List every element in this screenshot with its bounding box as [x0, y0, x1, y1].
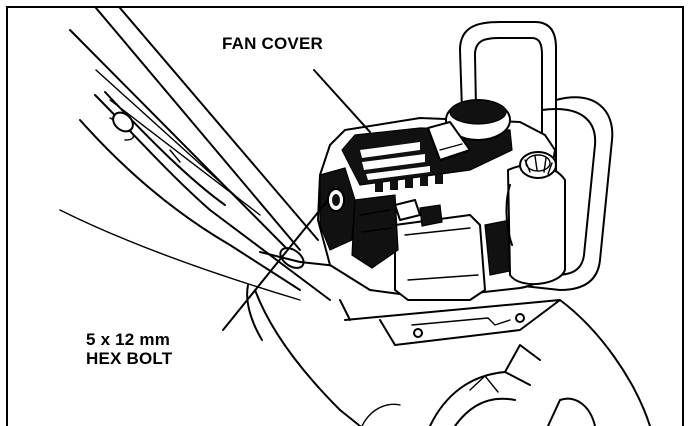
fan-cover-fins: [360, 142, 443, 192]
hex-bolt-size: 5 x 12 mm: [86, 330, 171, 349]
frame-border: [6, 6, 684, 426]
hex-bolt-label: 5 x 12 mm HEX BOLT: [86, 330, 172, 368]
hex-bolt-leader-line: [222, 199, 329, 331]
tine-shield: [246, 284, 651, 426]
tines: [361, 344, 596, 426]
roll-bar-frame: [259, 21, 614, 291]
engine: [317, 99, 566, 301]
fan-cover-leader-line: [313, 69, 371, 133]
hex-bolt-name: HEX BOLT: [86, 349, 173, 368]
fan-cover-label: FAN COVER: [222, 34, 323, 53]
